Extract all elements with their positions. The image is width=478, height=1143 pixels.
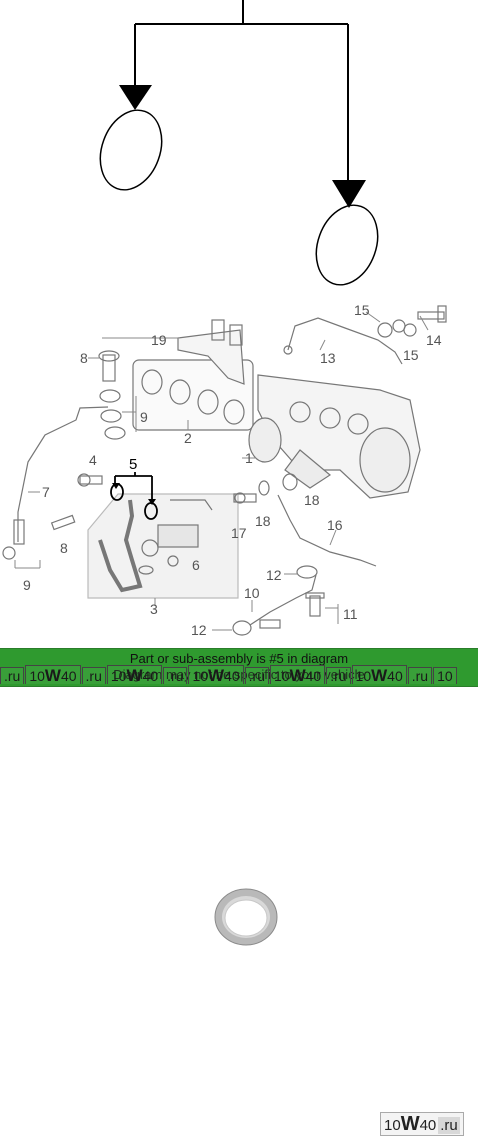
callout-8: 8 <box>80 350 88 366</box>
callout-7: 7 <box>42 484 50 500</box>
callout-11: 11 <box>343 606 358 622</box>
callout-12b: 12 <box>191 622 207 638</box>
callout-4: 4 <box>89 452 97 468</box>
logo-w: W <box>400 1113 420 1135</box>
zoom-indicator <box>119 0 366 208</box>
logo-40: 40 <box>419 1117 437 1134</box>
watermark-ru: .ru <box>244 667 269 684</box>
callout-1: 1 <box>245 450 253 466</box>
callout-leaders <box>14 311 429 631</box>
callout-8b: 8 <box>60 540 68 556</box>
callout-10: 10 <box>244 585 260 601</box>
o-ring-large-right <box>315 204 379 286</box>
callout-18b: 18 <box>304 492 320 508</box>
watermark-ru: .ru <box>163 667 188 684</box>
callout-2: 2 <box>184 430 192 446</box>
callout-9b: 9 <box>23 577 31 593</box>
callout-19: 19 <box>151 332 167 348</box>
logo-10: 10 <box>384 1117 401 1134</box>
callout-5: 5 <box>129 456 137 473</box>
watermark-ru: .ru <box>81 667 106 684</box>
logo-ru: .ru <box>438 1117 460 1134</box>
o-ring-large-left <box>99 109 163 191</box>
callout-9a: 9 <box>140 409 148 425</box>
watermark-cell: 10W40 <box>351 665 407 684</box>
callout-13: 13 <box>320 350 336 366</box>
washer-photo <box>214 888 278 946</box>
watermark-ru: .ru <box>407 667 433 684</box>
watermark-cell: 10W40 <box>25 665 81 684</box>
callout-14: 14 <box>426 332 442 348</box>
site-logo[interactable]: 10W40.ru <box>380 1112 464 1136</box>
watermark-cell: 10W40 <box>269 665 326 684</box>
callout-18a: 18 <box>255 513 271 529</box>
banner-line-2: Diagram may not be specific to your vehi… <box>113 667 365 682</box>
callout-6: 6 <box>192 557 200 573</box>
watermark-cell: 10 <box>433 667 457 684</box>
callout-16: 16 <box>327 517 343 533</box>
watermark-ru: .ru <box>326 667 351 684</box>
callout-3: 3 <box>150 601 158 617</box>
callout-15b: 15 <box>403 347 419 363</box>
banner-line-1: Part or sub-assembly is #5 in diagram <box>129 651 349 666</box>
watermark-cell: 10W40 <box>106 665 163 684</box>
turbo-assembly-art <box>2 305 447 636</box>
callout-12a: 12 <box>266 567 282 583</box>
watermark-ru-left: .ru <box>0 667 25 684</box>
callout-15a: 15 <box>354 302 370 318</box>
callout-17: 17 <box>231 525 247 541</box>
watermark-cell: 10W40 <box>188 665 244 684</box>
